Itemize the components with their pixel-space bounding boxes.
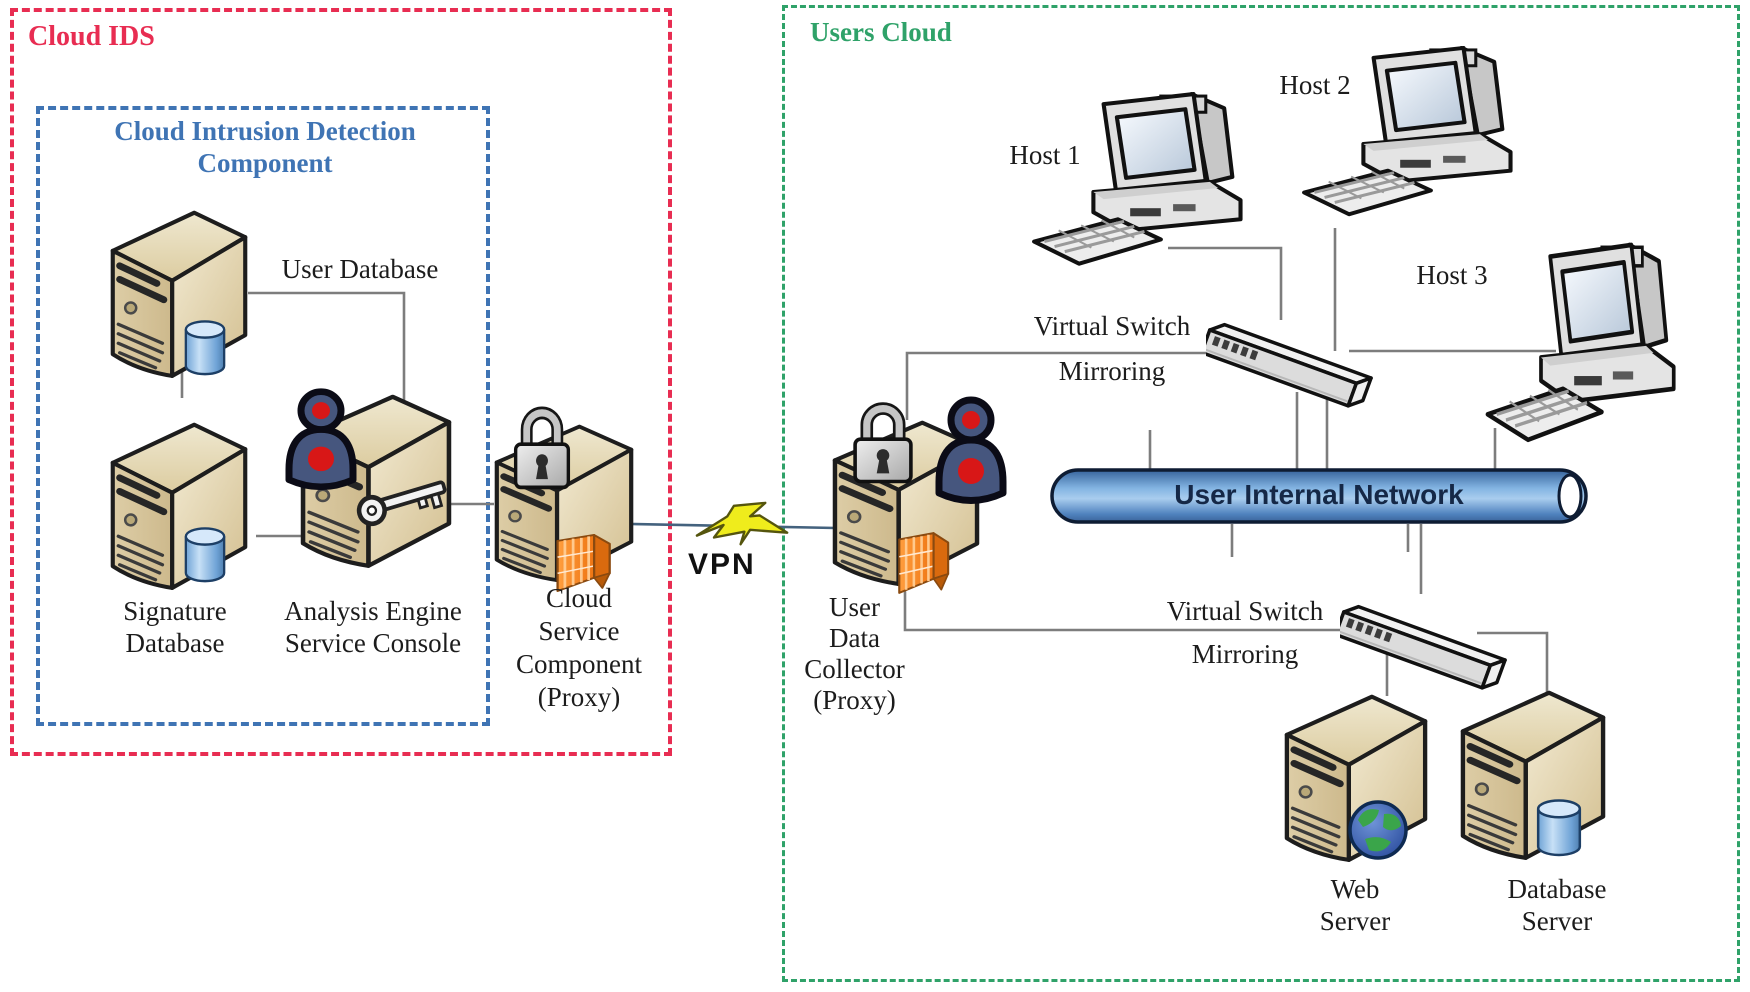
firewall-icon — [895, 530, 955, 596]
padlock-icon — [847, 396, 919, 486]
cloud-service-component-label: Cloud Service Component (Proxy) — [516, 583, 642, 712]
network-switch-icon — [1206, 292, 1406, 412]
database-cylinder-icon — [182, 319, 228, 379]
host-1-label: Host 1 — [1009, 140, 1081, 170]
analysis-engine-label: Analysis Engine Service Console — [284, 596, 462, 658]
users-cloud-region — [782, 5, 1740, 982]
lightning-bolt-icon — [695, 500, 790, 550]
web-server-label: Web Server — [1319, 874, 1391, 936]
server-database-icon — [1460, 690, 1606, 862]
host-3-label: Host 3 — [1416, 260, 1488, 290]
user-data-collector-label: User Data Collector (Proxy) — [804, 592, 905, 716]
host-2-label: Host 2 — [1279, 70, 1351, 100]
database-cylinder-icon — [1534, 798, 1584, 860]
database-cylinder-icon — [182, 526, 228, 586]
cloud-intrusion-detection-component-region — [36, 106, 490, 726]
user-person-icon — [926, 394, 1016, 506]
signature-database-label: Signature Database — [123, 596, 227, 658]
network-switch-icon — [1340, 574, 1540, 694]
vpn-label: VPN — [688, 548, 756, 581]
users-cloud-region-label: Users Cloud — [810, 17, 952, 47]
padlock-icon — [508, 400, 576, 492]
cloud-ids-region-label: Cloud IDS — [28, 21, 155, 52]
wire-userdb-to-analysis — [248, 291, 406, 418]
globe-icon — [1346, 798, 1410, 862]
key-icon — [350, 462, 452, 530]
network-pipe-icon — [1050, 468, 1588, 524]
user-database-label: User Database — [281, 254, 439, 284]
virtual-switch-2-label: Virtual Switch Mirroring — [1166, 596, 1324, 669]
wire-udc-to-switch1 — [905, 351, 1221, 420]
user-internal-network-label: User Internal Network — [1174, 479, 1464, 510]
cidc-region-label: Cloud Intrusion Detection Component — [114, 116, 416, 178]
wire-switch2-to-dbserver — [1477, 631, 1549, 696]
desktop-computer-icon — [1028, 88, 1263, 290]
database-server-label: Database Server — [1507, 874, 1607, 936]
virtual-switch-1-label: Virtual Switch Mirroring — [1033, 311, 1191, 387]
wire-host1-to-switch1 — [1168, 246, 1283, 320]
cloud-ids-region — [10, 8, 672, 756]
